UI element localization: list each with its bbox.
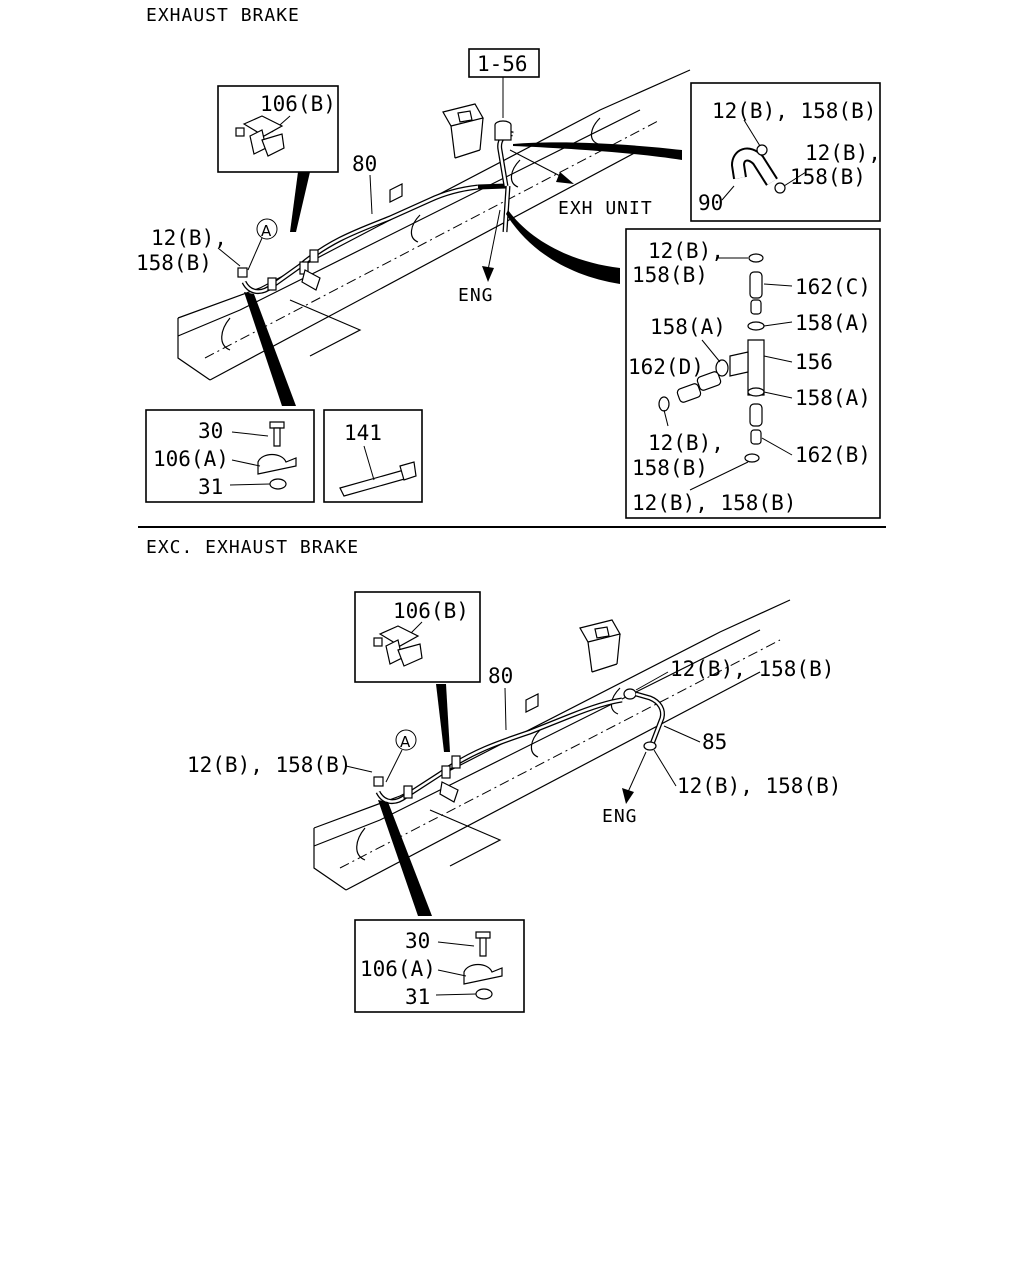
pointer-wedge-tee — [506, 210, 620, 284]
inset-bracket-106b-bottom: 106(B) — [354, 591, 481, 683]
label-80-bottom: 80 — [488, 664, 513, 688]
svg-text:106(A): 106(A) — [153, 447, 229, 471]
inset-bracket-106b-top: 106(B) — [217, 85, 339, 173]
svg-text:12(B),: 12(B), — [151, 226, 227, 250]
pointer-wedge-hose90 — [513, 142, 682, 160]
svg-text:158(B): 158(B) — [790, 165, 866, 189]
hose-80-top — [237, 120, 514, 294]
label-80-top: 80 — [352, 152, 377, 176]
svg-text:EXH UNIT: EXH UNIT — [558, 198, 653, 219]
eng-arrow-bottom: ENG — [602, 751, 647, 827]
eng-arrow-top: ENG — [458, 209, 501, 306]
svg-text:12(B), 158(B): 12(B), 158(B) — [670, 657, 834, 681]
svg-text:1-56: 1-56 — [477, 52, 528, 76]
frame-rail-top — [177, 69, 691, 381]
svg-text:158(B): 158(B) — [136, 251, 212, 275]
section-title-exc-exhaust-brake: EXC. EXHAUST BRAKE — [146, 537, 359, 558]
exh-unit-arrow: EXH UNIT — [509, 149, 653, 219]
svg-text:A: A — [261, 222, 272, 240]
clamp-left-bottom-label: 12(B), 158(B) — [187, 753, 373, 777]
svg-text:ENG: ENG — [458, 285, 494, 306]
section-title-exhaust-brake: EXHAUST BRAKE — [146, 5, 300, 26]
svg-text:106(A): 106(A) — [360, 957, 436, 981]
inset-clamp-106a-bottom: 30 106(A) 31 — [354, 919, 525, 1013]
svg-text:12(B), 158(B): 12(B), 158(B) — [632, 491, 796, 515]
svg-text:106(B): 106(B) — [393, 599, 469, 623]
pointer-wedge-clamp-bottom — [378, 800, 432, 916]
svg-text:158(A): 158(A) — [650, 315, 726, 339]
svg-text:12(B), 158(B): 12(B), 158(B) — [677, 774, 841, 798]
inset-hose-90: 12(B), 158(B) 12(B), 158(B) 90 — [690, 82, 881, 222]
svg-text:158(A): 158(A) — [795, 386, 871, 410]
svg-text:31: 31 — [405, 985, 430, 1009]
circle-marker-a-top: A — [247, 218, 278, 271]
svg-text:156: 156 — [795, 350, 833, 374]
svg-text:158(B): 158(B) — [632, 263, 708, 287]
label-85: 85 — [663, 725, 727, 754]
svg-text:162(C): 162(C) — [795, 275, 871, 299]
ref-1-56: 1-56 — [468, 48, 540, 118]
svg-text:158(A): 158(A) — [795, 311, 871, 335]
circle-marker-a-bottom: A — [385, 729, 417, 783]
svg-text:162(B): 162(B) — [795, 443, 871, 467]
svg-text:ENG: ENG — [602, 806, 638, 827]
inset-tee-156: 12(B), 158(B) 162(C) 158(A) 158(A) 162(D… — [625, 228, 881, 519]
clamp-right-bottom-label: 12(B), 158(B) — [653, 749, 841, 798]
svg-text:12(B),: 12(B), — [805, 141, 881, 165]
svg-text:141: 141 — [344, 421, 382, 445]
svg-text:30: 30 — [405, 929, 430, 953]
svg-text:106(B): 106(B) — [260, 92, 336, 116]
inset-clamp-106a-top: 30 106(A) 31 — [145, 409, 315, 503]
hose-85 — [623, 688, 665, 751]
svg-text:12(B),: 12(B), — [648, 239, 724, 263]
inset-tie-141: 141 — [323, 409, 423, 503]
svg-text:90: 90 — [698, 191, 723, 215]
svg-text:30: 30 — [198, 419, 223, 443]
pointer-wedge-bracket-bottom — [436, 684, 450, 752]
hose-80-bottom — [373, 697, 623, 804]
clamp-right-top-label: 12(B), 158(B) — [635, 657, 834, 691]
svg-text:158(B): 158(B) — [632, 456, 708, 480]
svg-text:12(B),: 12(B), — [648, 431, 724, 455]
svg-text:162(D): 162(D) — [628, 355, 704, 379]
svg-text:31: 31 — [198, 475, 223, 499]
svg-text:12(B), 158(B): 12(B), 158(B) — [712, 99, 876, 123]
clamp-left-top-label: 12(B), 158(B) — [136, 226, 241, 275]
svg-text:85: 85 — [702, 730, 727, 754]
pointer-wedge-bracket — [290, 172, 310, 232]
pointer-wedge-clamp — [244, 292, 296, 406]
svg-text:12(B), 158(B): 12(B), 158(B) — [187, 753, 351, 777]
svg-text:A: A — [400, 733, 411, 751]
